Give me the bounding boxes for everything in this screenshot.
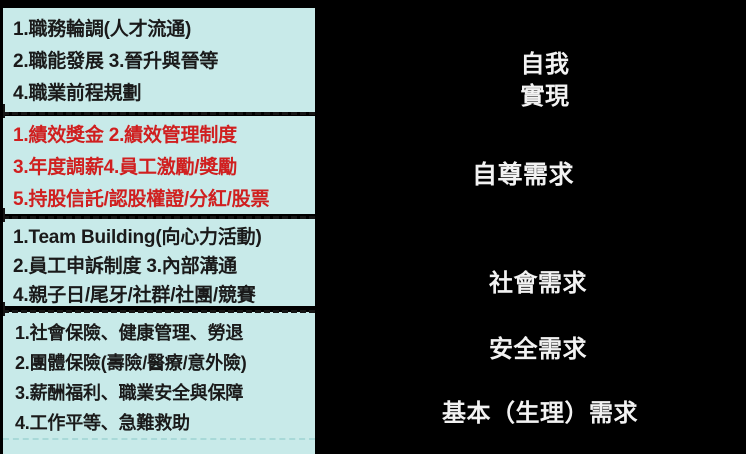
band-separator-2 [3,216,315,219]
need-label-self-actualization-line2: 實現 [520,83,570,110]
practice-line: 2.職能發展 3.晉升與晉等 [13,51,219,72]
need-label-safety: 安全需求 [489,336,587,363]
band-separator-tick [3,208,5,222]
practice-line: 2.團體保險(壽險/醫療/意外險) [15,353,247,373]
practice-band-safety-physiological: 1.社會保險、健康管理、勞退 2.團體保險(壽險/醫療/意外險) 3.薪酬福利、… [3,312,315,454]
practice-line: 1.社會保險、健康管理、勞退 [15,323,244,343]
practice-line: 1.職務輪調(人才流通) [13,19,192,40]
band-separator-4 [3,438,315,440]
band-separator-tick [3,302,5,316]
need-label-physiological: 基本（生理）需求 [442,400,638,427]
practice-line: 1.Team Building(向心力活動) [13,227,262,248]
need-label-self-actualization: 自我 [520,51,570,78]
band-separator-1 [3,112,315,115]
practice-line: 4.工作平等、急難救助 [15,413,190,433]
band-separator-3 [3,310,315,313]
need-label-esteem: 自尊需求 [471,161,574,189]
practice-line: 2.員工申訴制度 3.內部溝通 [13,256,237,277]
hr-practices-panel: 1.職務輪調(人才流通) 2.職能發展 3.晉升與晉等 4.職業前程規劃 1.績… [3,8,315,454]
practice-band-esteem: 1.績效獎金 2.績效管理制度 3.年度調薪4.員工激勵/獎勵 5.持股信託/認… [3,116,315,214]
practice-band-social: 1.Team Building(向心力活動) 2.員工申訴制度 3.內部溝通 4… [3,219,315,306]
practice-band-self-actualization: 1.職務輪調(人才流通) 2.職能發展 3.晉升與晉等 4.職業前程規劃 [3,8,315,112]
practice-line: 3.薪酬福利、職業安全與保障 [15,383,244,403]
practice-line: 5.持股信託/認股權證/分紅/股票 [13,189,270,210]
band-separator-tick [3,104,5,118]
practice-line: 4.親子日/尾牙/社群/社團/競賽 [13,285,256,306]
practice-line: 4.職業前程規劃 [13,83,142,104]
practice-line: 1.績效獎金 2.績效管理制度 [13,125,237,146]
need-label-social: 社會需求 [489,270,587,297]
practice-line: 3.年度調薪4.員工激勵/獎勵 [13,157,237,178]
